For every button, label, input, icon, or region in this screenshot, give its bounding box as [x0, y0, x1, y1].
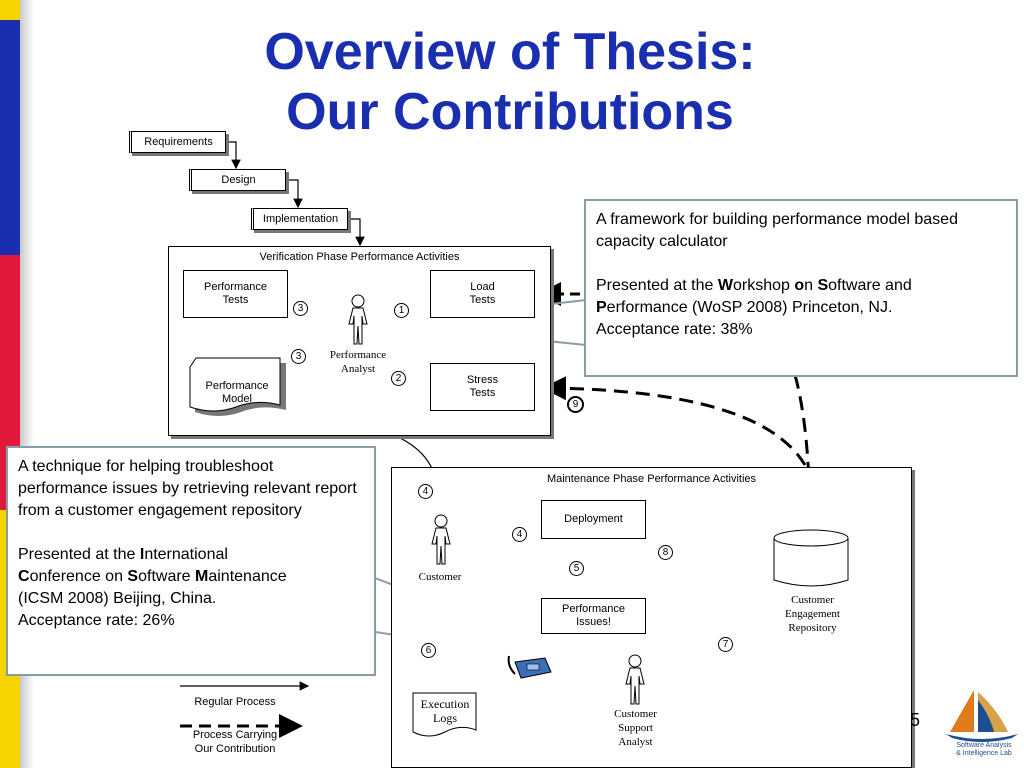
- performance-model-document: [189, 357, 286, 416]
- implementation-label: Implementation: [262, 212, 339, 225]
- step-number-8: 8: [658, 545, 673, 560]
- performance-analyst-icon: [348, 294, 368, 345]
- performance-issues-label: Performance Issues!: [562, 603, 625, 628]
- callout-wosp-venue: Presented at the Workshop on Software an…: [596, 277, 912, 338]
- performance-issues-box: Performance Issues!: [541, 598, 646, 634]
- execution-logs-label: Execution Logs: [420, 697, 470, 725]
- callout-wosp-contribution: A framework for building performance mod…: [584, 199, 1018, 377]
- customer-support-analyst-label: Customer Support Analyst: [614, 708, 657, 748]
- customer-label: Customer: [418, 571, 462, 583]
- implementation-box: Implementation: [251, 208, 348, 230]
- callout-icsm-contribution: A technique for helping troubleshoot per…: [6, 446, 376, 676]
- page-title: Overview of Thesis: Our Contributions: [140, 22, 880, 142]
- requirements-box: Requirements: [129, 131, 226, 153]
- title-line-2: Our Contributions: [286, 83, 734, 141]
- title-line-1: Overview of Thesis:: [264, 23, 756, 81]
- legend-contribution-process: Process Carrying Our Contribution: [192, 729, 278, 755]
- step-number-3a: 3: [293, 301, 308, 316]
- page-number: 5: [910, 710, 921, 730]
- stress-tests-box: Stress Tests: [430, 363, 535, 411]
- verification-phase-title: Verification Phase Performance Activitie…: [259, 251, 460, 263]
- telephone-icon: [507, 655, 552, 679]
- maintenance-phase-title: Maintenance Phase Performance Activities: [546, 473, 757, 485]
- design-label: Design: [221, 173, 256, 186]
- callout-wosp-description: A framework for building performance mod…: [596, 211, 958, 250]
- strip-yellow-top: [0, 0, 20, 20]
- step-number-4b: 4: [512, 527, 527, 542]
- customer-engagement-repository-label: Customer Engagement Repository: [785, 594, 840, 634]
- step-number-5: 5: [569, 561, 584, 576]
- design-box: Design: [189, 169, 286, 191]
- customer-engagement-repository-icon: [773, 529, 849, 587]
- performance-tests-box: Performance Tests: [183, 270, 288, 318]
- callout-icsm-description: A technique for helping troubleshoot per…: [18, 458, 357, 519]
- step-number-6: 6: [421, 643, 436, 658]
- execution-logs-document: [412, 692, 477, 737]
- sail-lab-logo-text: Software Analysis & Intelligence Lab: [956, 742, 1012, 757]
- maintenance-phase-panel: [391, 467, 912, 768]
- load-tests-label: Load Tests: [469, 281, 496, 306]
- performance-tests-label: Performance Tests: [204, 281, 267, 306]
- performance-model-label: Performance Model: [205, 380, 269, 405]
- deployment-label: Deployment: [564, 513, 623, 525]
- strip-blue: [0, 20, 20, 255]
- load-tests-box: Load Tests: [430, 270, 535, 318]
- customer-support-analyst-icon: [625, 654, 645, 705]
- legend-regular-process: Regular Process: [194, 696, 276, 708]
- step-number-7: 7: [718, 637, 733, 652]
- stress-tests-label: Stress Tests: [466, 374, 499, 399]
- step-number-3b: 3: [291, 349, 306, 364]
- step-number-2: 2: [391, 371, 406, 386]
- step-number-9: 9: [567, 396, 584, 413]
- callout-icsm-venue: Presented at the International Conferenc…: [18, 546, 287, 629]
- customer-icon: [431, 514, 451, 565]
- deployment-box: Deployment: [541, 500, 646, 539]
- performance-analyst-label: Performance Analyst: [329, 349, 387, 375]
- sail-lab-logo: [946, 690, 1018, 742]
- step-number-1: 1: [394, 303, 409, 318]
- requirements-label: Requirements: [144, 135, 213, 148]
- step-number-4a: 4: [418, 484, 433, 499]
